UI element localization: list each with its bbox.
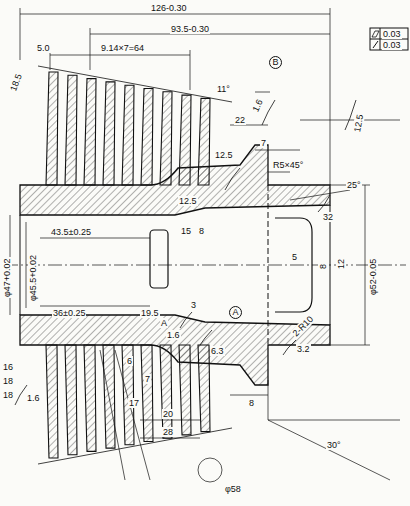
dimension-label: 93.5-0.30 <box>170 24 210 34</box>
dimension-label: 19.5 <box>140 308 160 318</box>
cooling-fin <box>65 345 77 455</box>
cooling-fin <box>84 79 96 185</box>
cooling-fin <box>65 75 77 185</box>
dimension-label: 17 <box>128 398 140 408</box>
dimension-label: 12 <box>336 258 346 270</box>
dimension-label: 8 <box>318 263 328 270</box>
datum-label: A <box>229 306 242 319</box>
dimension-label: 18.5 <box>8 72 24 94</box>
dimension-label: 3 <box>190 300 197 310</box>
cooling-fin <box>141 89 153 186</box>
dimension-label: 6.3 <box>210 346 225 356</box>
dimension-label: 1.6 <box>26 393 41 403</box>
dimension-label: 0.03 <box>382 29 402 39</box>
cooling-fin <box>84 345 96 451</box>
dimension-label: 5 <box>291 252 298 262</box>
dimension-label: 18 <box>2 376 14 386</box>
dimension-label: φ58 <box>224 484 242 494</box>
dimension-label: 7 <box>260 138 267 148</box>
dimension-label: 12.5 <box>352 113 365 134</box>
dimension-label: φ52-0.05 <box>368 258 378 296</box>
dimension-label: 18 <box>2 390 14 400</box>
dimension-label: 0.03 <box>382 40 402 50</box>
dimension-label: 8 <box>198 226 205 236</box>
cooling-fin <box>160 92 172 185</box>
cooling-fin <box>46 345 58 458</box>
cooling-fin <box>122 345 134 445</box>
dimension-label: 20 <box>162 409 174 419</box>
dimension-label: R5×45° <box>272 160 304 170</box>
dimension-label: 7 <box>144 374 151 384</box>
dimension-label: 126-0.30 <box>150 3 188 13</box>
cooling-fin <box>103 82 115 185</box>
dimension-label: 12.5 <box>214 150 234 160</box>
datum-label: B <box>269 56 282 69</box>
dimension-label: 12.5 <box>178 196 198 206</box>
dimension-label: 25° <box>346 180 362 190</box>
dimension-label: 1.6 <box>250 97 265 114</box>
dimension-label: 32 <box>322 212 334 222</box>
cooling-fin <box>46 72 58 185</box>
dimension-label: 11° <box>216 84 231 94</box>
dimension-label: A <box>160 318 168 328</box>
dimension-label: φ47+0.02 <box>2 257 12 298</box>
dimension-label: 16 <box>2 362 14 372</box>
cooling-fin <box>198 98 210 185</box>
cooling-fin <box>179 345 191 435</box>
dimension-label: φ45.5+0.02 <box>28 254 38 302</box>
dimension-label: 22 <box>234 115 246 125</box>
cooling-fin <box>122 85 134 185</box>
cooling-fin <box>179 95 191 185</box>
dimension-label: 8 <box>248 398 255 408</box>
cooling-fin <box>160 345 172 438</box>
cooling-fin <box>141 345 153 442</box>
dimension-label: 28 <box>162 427 174 437</box>
dimension-label: 9.14×7=64 <box>100 43 145 53</box>
dimension-label: 6 <box>126 356 133 366</box>
dimension-label: 3.2 <box>296 344 311 354</box>
dimension-label: 1.6 <box>166 330 181 340</box>
dimension-label: 36±0.25 <box>52 308 86 318</box>
dimension-label: 43.5±0.25 <box>50 227 92 237</box>
dimension-label: 15 <box>180 226 192 236</box>
dimension-label: 30° <box>326 440 342 450</box>
dimension-label: 5.0 <box>36 43 51 53</box>
cooling-fin <box>198 345 210 432</box>
